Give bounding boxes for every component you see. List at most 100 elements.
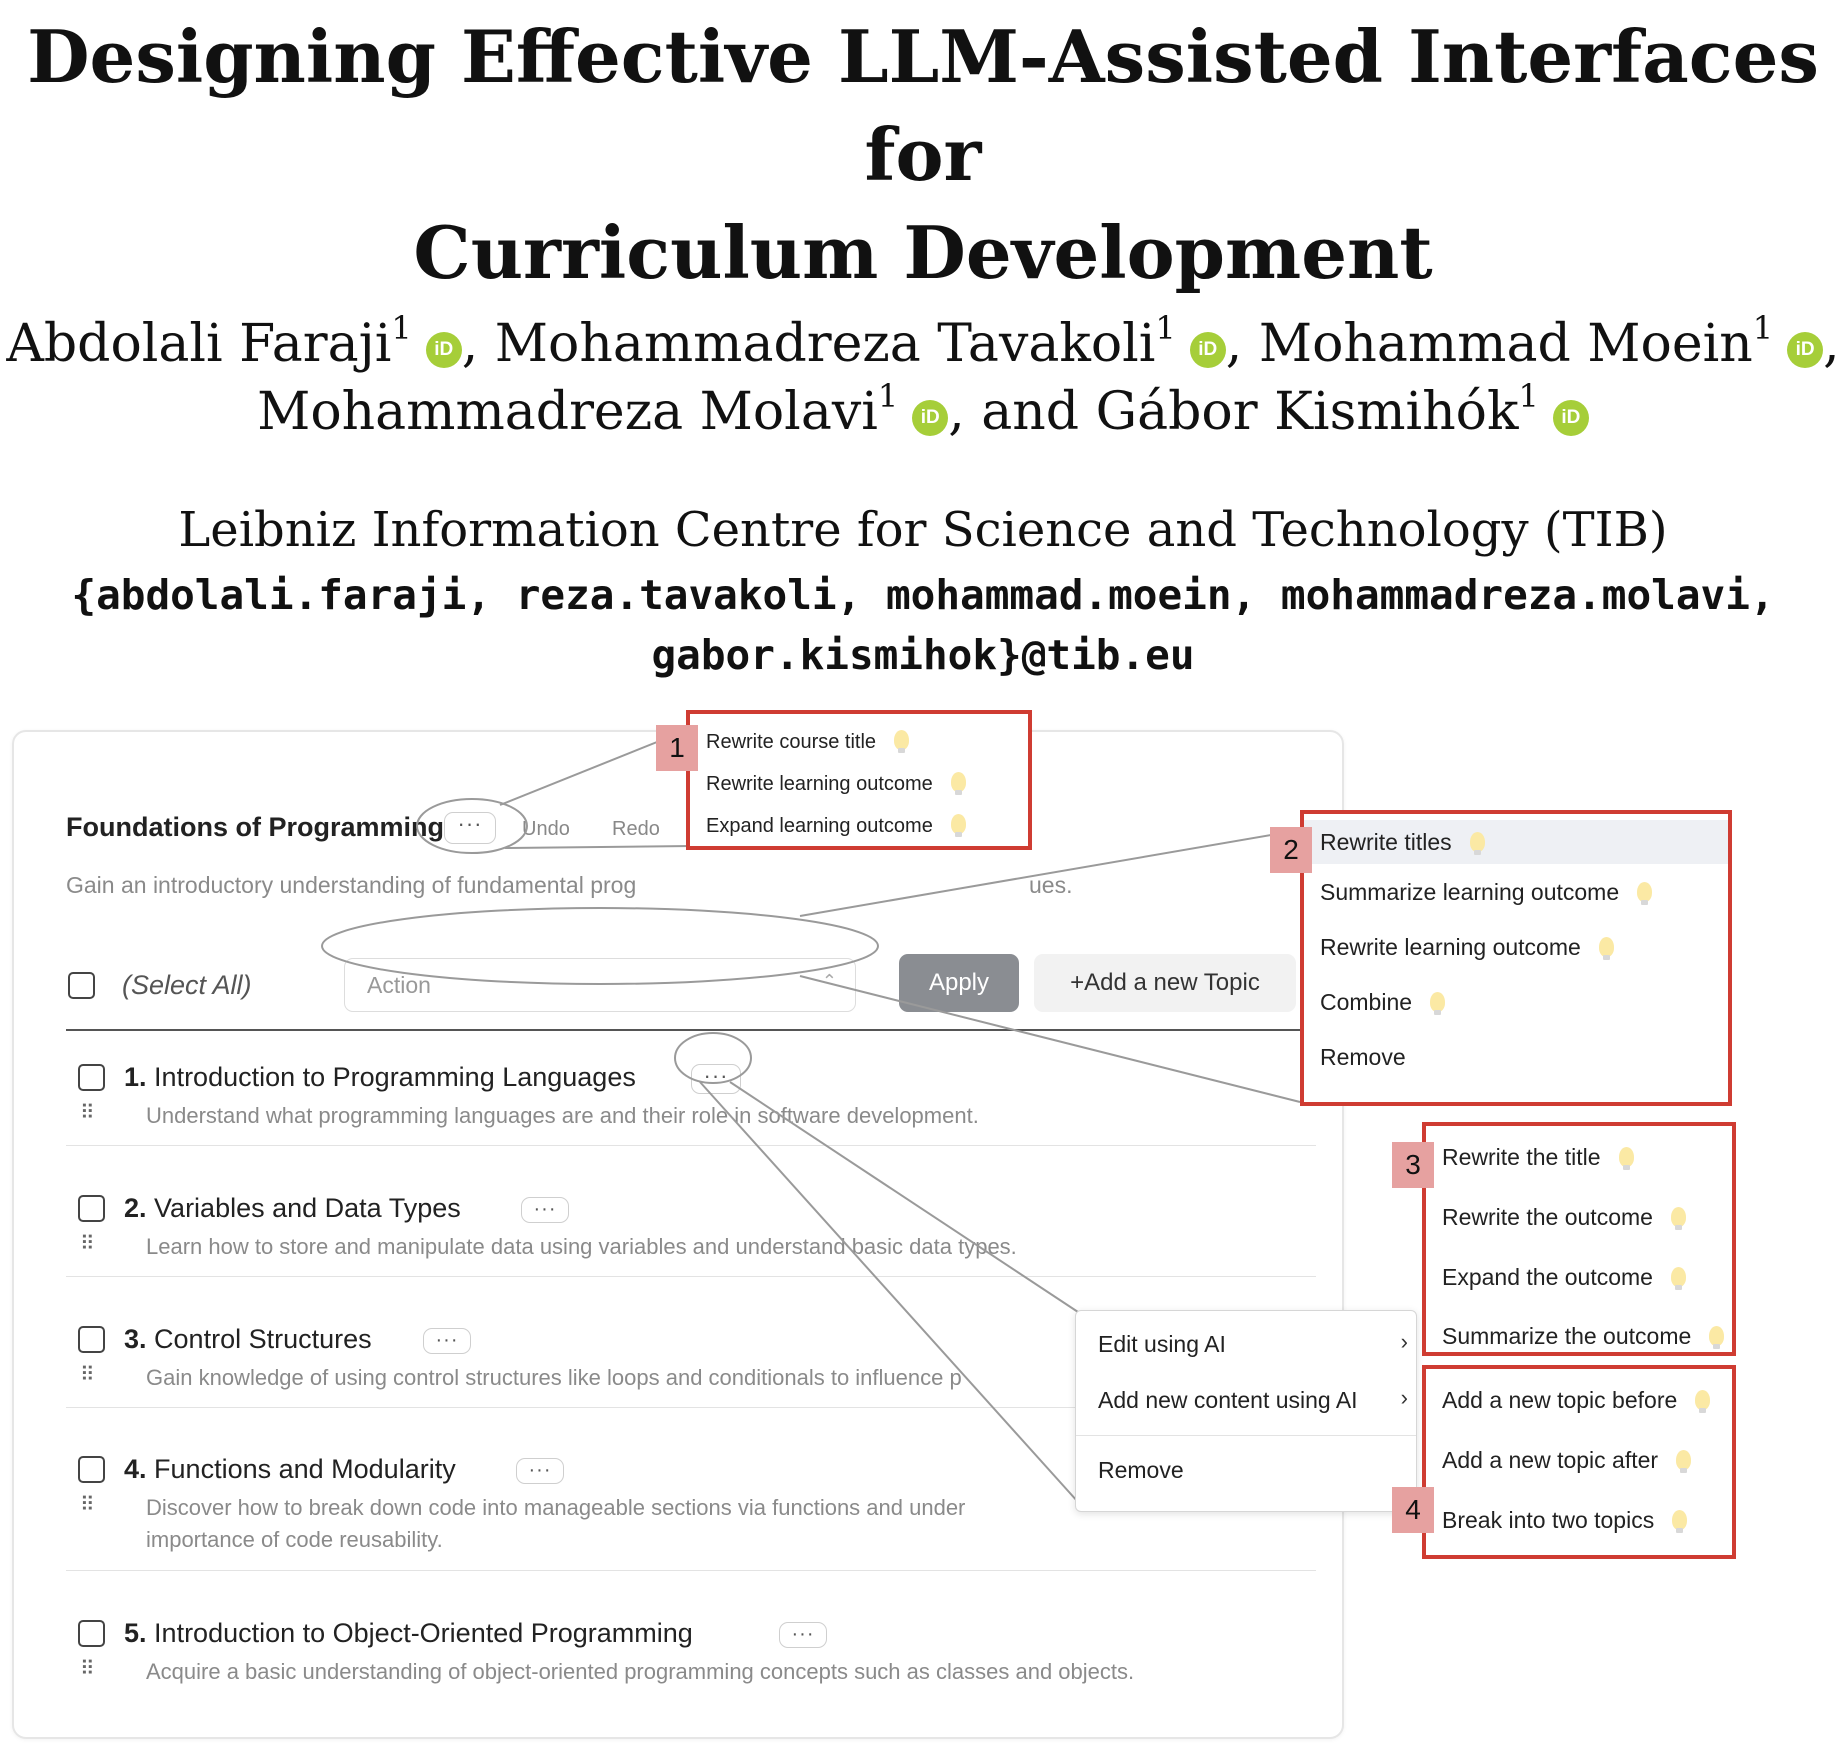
topic-description: Learn how to store and manipulate data u… xyxy=(146,1234,1017,1259)
author: Mohammadreza Tavakoli1iD, xyxy=(494,309,1243,374)
orcid-icon[interactable]: iD xyxy=(1189,332,1226,368)
emails-line-1: {abdolali.faraji, reza.tavakoli, mohamma… xyxy=(71,571,1775,619)
topic-title[interactable]: 1. Introduction to Programming Languages xyxy=(124,1062,636,1092)
menu-item[interactable]: Rewrite course title xyxy=(706,730,910,754)
redo-button[interactable]: Redo xyxy=(612,818,660,840)
topic-title[interactable]: 4. Functions and Modularity xyxy=(124,1454,456,1484)
topic-title[interactable]: 5. Introduction to Object-Oriented Progr… xyxy=(124,1618,693,1648)
drag-handle-icon[interactable]: ⠿ xyxy=(80,1102,95,1124)
paper-title-line-1: Designing Effective LLM-Assisted Interfa… xyxy=(27,14,1819,197)
callout-bulk-actions: Rewrite titles Summarize learning outcom… xyxy=(1300,810,1732,1106)
topic-description: Understand what programming languages ar… xyxy=(146,1103,979,1128)
menu-item[interactable]: Rewrite learning outcome xyxy=(1320,934,1614,961)
topic-separator xyxy=(66,1145,1316,1146)
topic-checkbox[interactable] xyxy=(78,1456,105,1483)
apply-button[interactable]: Apply xyxy=(899,954,1019,1012)
topic-separator xyxy=(66,1570,1316,1571)
chevron-right-icon: › xyxy=(1400,1385,1408,1410)
emails-line-2: gabor.kismihok}@tib.eu xyxy=(651,631,1195,679)
callout-badge: 2 xyxy=(1270,827,1312,873)
lightbulb-icon xyxy=(1670,1207,1686,1230)
menu-item[interactable]: Rewrite the title xyxy=(1442,1144,1634,1171)
topic-more-button[interactable]: ··· xyxy=(516,1458,564,1484)
orcid-icon[interactable]: iD xyxy=(1552,400,1589,436)
highlight-ellipse-action-select xyxy=(321,907,879,985)
undo-button[interactable]: Undo xyxy=(522,818,570,840)
menu-item[interactable]: Rewrite the outcome xyxy=(1442,1204,1686,1231)
affiliation: Leibniz Information Centre for Science a… xyxy=(178,502,1668,558)
topic-description: Gain knowledge of using control structur… xyxy=(146,1365,962,1390)
menu-item-edit-ai[interactable]: Edit using AI xyxy=(1098,1331,1226,1357)
drag-handle-icon[interactable]: ⠿ xyxy=(80,1233,95,1255)
course-description: Gain an introductory understanding of fu… xyxy=(66,872,637,898)
callout-course-options: Rewrite course title Rewrite learning ou… xyxy=(686,710,1032,850)
menu-item-remove[interactable]: Remove xyxy=(1098,1457,1184,1483)
drag-handle-icon[interactable]: ⠿ xyxy=(80,1494,95,1516)
add-topic-button[interactable]: +Add a new Topic xyxy=(1034,954,1296,1012)
topic-checkbox[interactable] xyxy=(78,1064,105,1091)
topic-checkbox[interactable] xyxy=(78,1620,105,1647)
chevron-right-icon: › xyxy=(1400,1329,1408,1354)
menu-item[interactable]: Remove xyxy=(1320,1044,1406,1070)
lightbulb-icon xyxy=(950,772,966,795)
callout-badge: 1 xyxy=(656,725,698,771)
lightbulb-icon xyxy=(1430,992,1446,1015)
course-more-button[interactable]: ··· xyxy=(444,812,496,844)
menu-item[interactable]: Add a new topic after xyxy=(1442,1447,1692,1474)
menu-item[interactable]: Break into two topics xyxy=(1442,1507,1688,1534)
author: Abdolali Faraji1iD, xyxy=(6,309,479,374)
menu-item[interactable]: Summarize the outcome xyxy=(1442,1323,1725,1350)
menu-separator xyxy=(1076,1435,1416,1436)
topic-context-menu: Edit using AI › Add new content using AI… xyxy=(1075,1310,1417,1512)
curriculum-editor-panel: Foundations of Programming ··· Undo Redo… xyxy=(12,730,1344,1739)
lightbulb-icon xyxy=(1709,1326,1725,1349)
topic-checkbox[interactable] xyxy=(78,1195,105,1222)
highlight-ellipse-course-more xyxy=(416,798,528,854)
topic-separator xyxy=(66,1276,1316,1277)
author: Gábor Kismihók1iD xyxy=(1096,380,1589,442)
lightbulb-icon xyxy=(1618,1147,1634,1170)
topic-description: Discover how to break down code into man… xyxy=(146,1495,966,1552)
menu-item-highlighted[interactable]: Rewrite titles xyxy=(1304,820,1728,864)
lightbulb-icon xyxy=(1695,1390,1711,1413)
chevron-updown-icon: ⌃ xyxy=(821,971,837,991)
orcid-icon[interactable]: iD xyxy=(425,332,462,368)
toolbar-divider xyxy=(66,1029,1316,1031)
lightbulb-icon xyxy=(1672,1510,1688,1533)
highlight-ellipse-topic-more xyxy=(674,1032,752,1084)
topic-more-button[interactable]: ··· xyxy=(691,1064,741,1094)
callout-leader-lines xyxy=(321,727,1301,1503)
author: Mohammad Moein1iD, xyxy=(1258,309,1840,374)
topic-description: Acquire a basic understanding of object-… xyxy=(146,1659,1135,1684)
callout-badge: 3 xyxy=(1392,1142,1434,1188)
topic-more-button[interactable]: ··· xyxy=(779,1622,827,1648)
callout-badge: 4 xyxy=(1392,1487,1434,1533)
menu-item[interactable]: Summarize learning outcome xyxy=(1320,879,1653,906)
menu-item[interactable]: Add a new topic before xyxy=(1442,1387,1711,1414)
action-select[interactable]: Action ⌃ xyxy=(344,958,856,1012)
interface-figure: Foundations of Programming ··· Undo Redo… xyxy=(0,700,1846,1752)
drag-handle-icon[interactable]: ⠿ xyxy=(80,1658,95,1680)
menu-item[interactable]: Combine xyxy=(1320,989,1446,1016)
callout-add-ai-submenu: Add a new topic before Add a new topic a… xyxy=(1422,1365,1736,1559)
select-all-checkbox[interactable] xyxy=(68,972,95,999)
menu-item-add-ai[interactable]: Add new content using AI xyxy=(1098,1387,1358,1413)
lightbulb-icon xyxy=(1598,937,1614,960)
author-emails: {abdolali.faraji, reza.tavakoli, mohamma… xyxy=(0,565,1846,685)
topic-title[interactable]: 2. Variables and Data Types xyxy=(124,1193,461,1223)
orcid-icon[interactable]: iD xyxy=(912,400,949,436)
drag-handle-icon[interactable]: ⠿ xyxy=(80,1364,95,1386)
menu-item[interactable]: Expand learning outcome xyxy=(706,814,966,838)
menu-item[interactable]: Expand the outcome xyxy=(1442,1264,1686,1291)
topic-separator xyxy=(66,1407,1316,1408)
topic-checkbox[interactable] xyxy=(78,1326,105,1353)
topic-more-button[interactable]: ··· xyxy=(521,1197,569,1223)
callout-edit-ai-submenu: Rewrite the title Rewrite the outcome Ex… xyxy=(1422,1122,1736,1356)
topic-title[interactable]: 3. Control Structures xyxy=(124,1324,372,1354)
orcid-icon[interactable]: iD xyxy=(1787,332,1824,368)
topic-more-button[interactable]: ··· xyxy=(423,1328,471,1354)
select-all-label: (Select All) xyxy=(122,970,252,1000)
lightbulb-icon xyxy=(1469,832,1485,855)
course-title[interactable]: Foundations of Programming xyxy=(66,812,444,842)
menu-item[interactable]: Rewrite learning outcome xyxy=(706,772,966,796)
